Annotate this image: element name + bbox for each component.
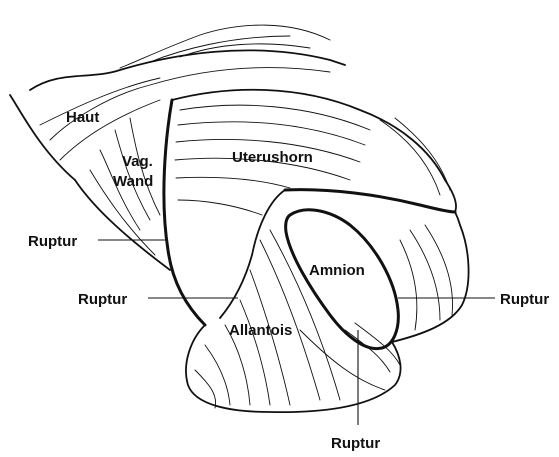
label-haut: Haut: [66, 109, 99, 126]
label-ruptur-bottom: Ruptur: [331, 435, 380, 452]
vaginal-wall-region: [75, 118, 170, 270]
allantois-region: [186, 190, 469, 412]
amnion-region: [286, 210, 400, 372]
label-vag-wand-line1: Vag.: [122, 153, 153, 170]
label-uterushorn: Uterushorn: [232, 149, 313, 166]
uterine-horn-region: [164, 90, 456, 325]
label-ruptur-left-lower: Ruptur: [78, 291, 127, 308]
label-ruptur-right: Ruptur: [500, 291, 549, 308]
label-amnion: Amnion: [309, 262, 365, 279]
label-allantois: Allantois: [229, 322, 292, 339]
label-vag-wand-line2: Wand: [113, 173, 153, 190]
leader-lines: [98, 240, 495, 425]
label-ruptur-left-upper: Ruptur: [28, 233, 77, 250]
